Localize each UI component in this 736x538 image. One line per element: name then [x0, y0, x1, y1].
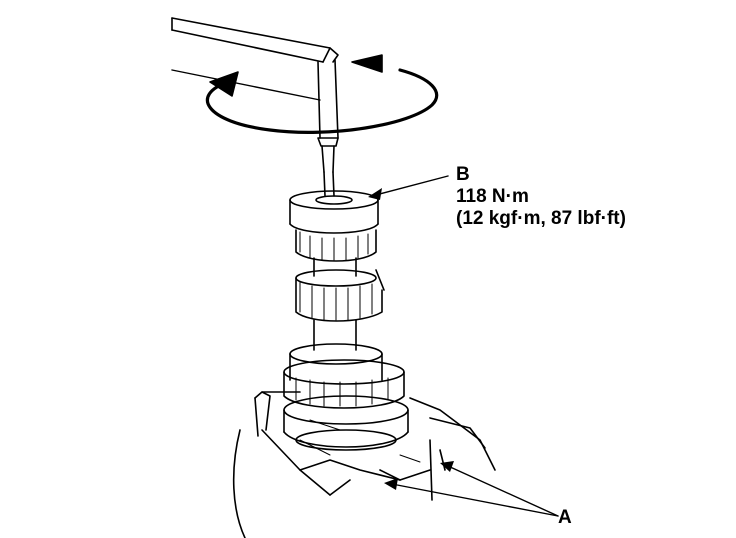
rotation-arrow — [171, 54, 439, 134]
callout-a-label: A — [558, 507, 572, 528]
bearing — [283, 395, 409, 451]
callout-b-units: (12 kgf·m, 87 lbf·ft) — [456, 208, 626, 229]
locknut-b — [289, 190, 379, 234]
arrowheads — [368, 188, 454, 490]
mainshaft — [313, 257, 357, 351]
t-handle-wrench — [171, 17, 339, 197]
leader-lines — [371, 175, 559, 517]
upper-gear — [295, 229, 377, 262]
transmission-housing — [232, 391, 496, 538]
callout-b-torque: 118 N·m — [456, 186, 529, 207]
callout-b-label: B — [456, 164, 470, 185]
middle-gear — [295, 269, 385, 322]
synchro-hub — [283, 343, 405, 409]
